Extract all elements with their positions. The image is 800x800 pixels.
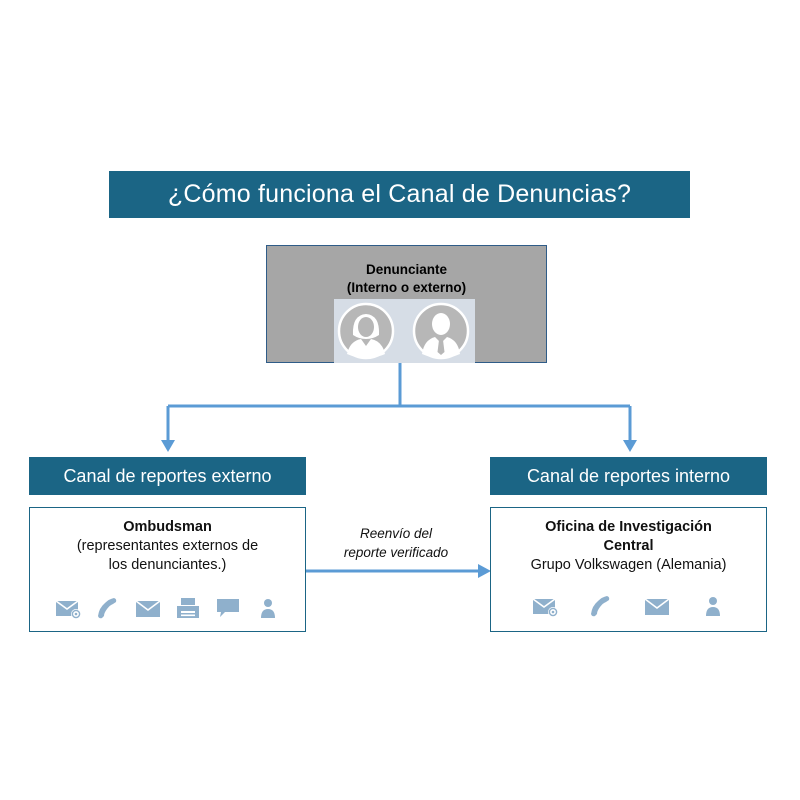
- person-icon: [705, 597, 720, 616]
- office-name-line2: Central: [603, 538, 654, 554]
- internal-channel-text: Oficina de Investigación Central Grupo V…: [491, 508, 766, 575]
- forward-label-line1: Reenvío del: [359, 526, 433, 541]
- fax-icon: [176, 598, 199, 618]
- email-at-icon: [532, 598, 558, 617]
- envelope-icon: [644, 598, 669, 615]
- office-name-line1: Oficina de Investigación: [545, 519, 712, 535]
- internal-channel-header: Canal de reportes interno: [490, 457, 767, 495]
- forward-label: Reenvío del reporte verificado: [316, 524, 476, 562]
- internal-channel-box: Oficina de Investigación Central Grupo V…: [490, 507, 767, 632]
- envelope-icon: [135, 600, 160, 617]
- ombudsman-name: Ombudsman: [123, 519, 212, 535]
- phone-icon: [97, 598, 116, 619]
- office-desc: Grupo Volkswagen (Alemania): [530, 557, 727, 573]
- arrowhead-left: [161, 440, 175, 452]
- female-avatar-icon: [337, 302, 395, 360]
- external-channel-box: Ombudsman (representantes externos de lo…: [29, 507, 306, 632]
- phone-icon: [590, 596, 609, 617]
- arrowhead-right: [623, 440, 637, 452]
- page-title: ¿Cómo funciona el Canal de Denuncias?: [109, 171, 690, 218]
- male-avatar-icon: [412, 302, 470, 360]
- reporter-subtitle: (Interno o externo): [346, 280, 467, 295]
- reporter-label: Denunciante (Interno o externo): [267, 261, 546, 297]
- email-at-icon: [55, 600, 81, 619]
- person-icon: [260, 599, 275, 618]
- forward-label-line2: reporte verificado: [343, 545, 449, 560]
- external-contact-icons: [30, 596, 305, 620]
- external-channel-header: Canal de reportes externo: [29, 457, 306, 495]
- ombudsman-desc-line2: los denunciantes.): [108, 557, 227, 573]
- reporter-title: Denunciante: [365, 262, 447, 277]
- external-channel-text: Ombudsman (representantes externos de lo…: [30, 508, 305, 575]
- ombudsman-desc-line1: (representantes externos de: [76, 538, 259, 554]
- internal-contact-icons: [491, 594, 766, 618]
- chat-bubble-icon: [216, 599, 239, 617]
